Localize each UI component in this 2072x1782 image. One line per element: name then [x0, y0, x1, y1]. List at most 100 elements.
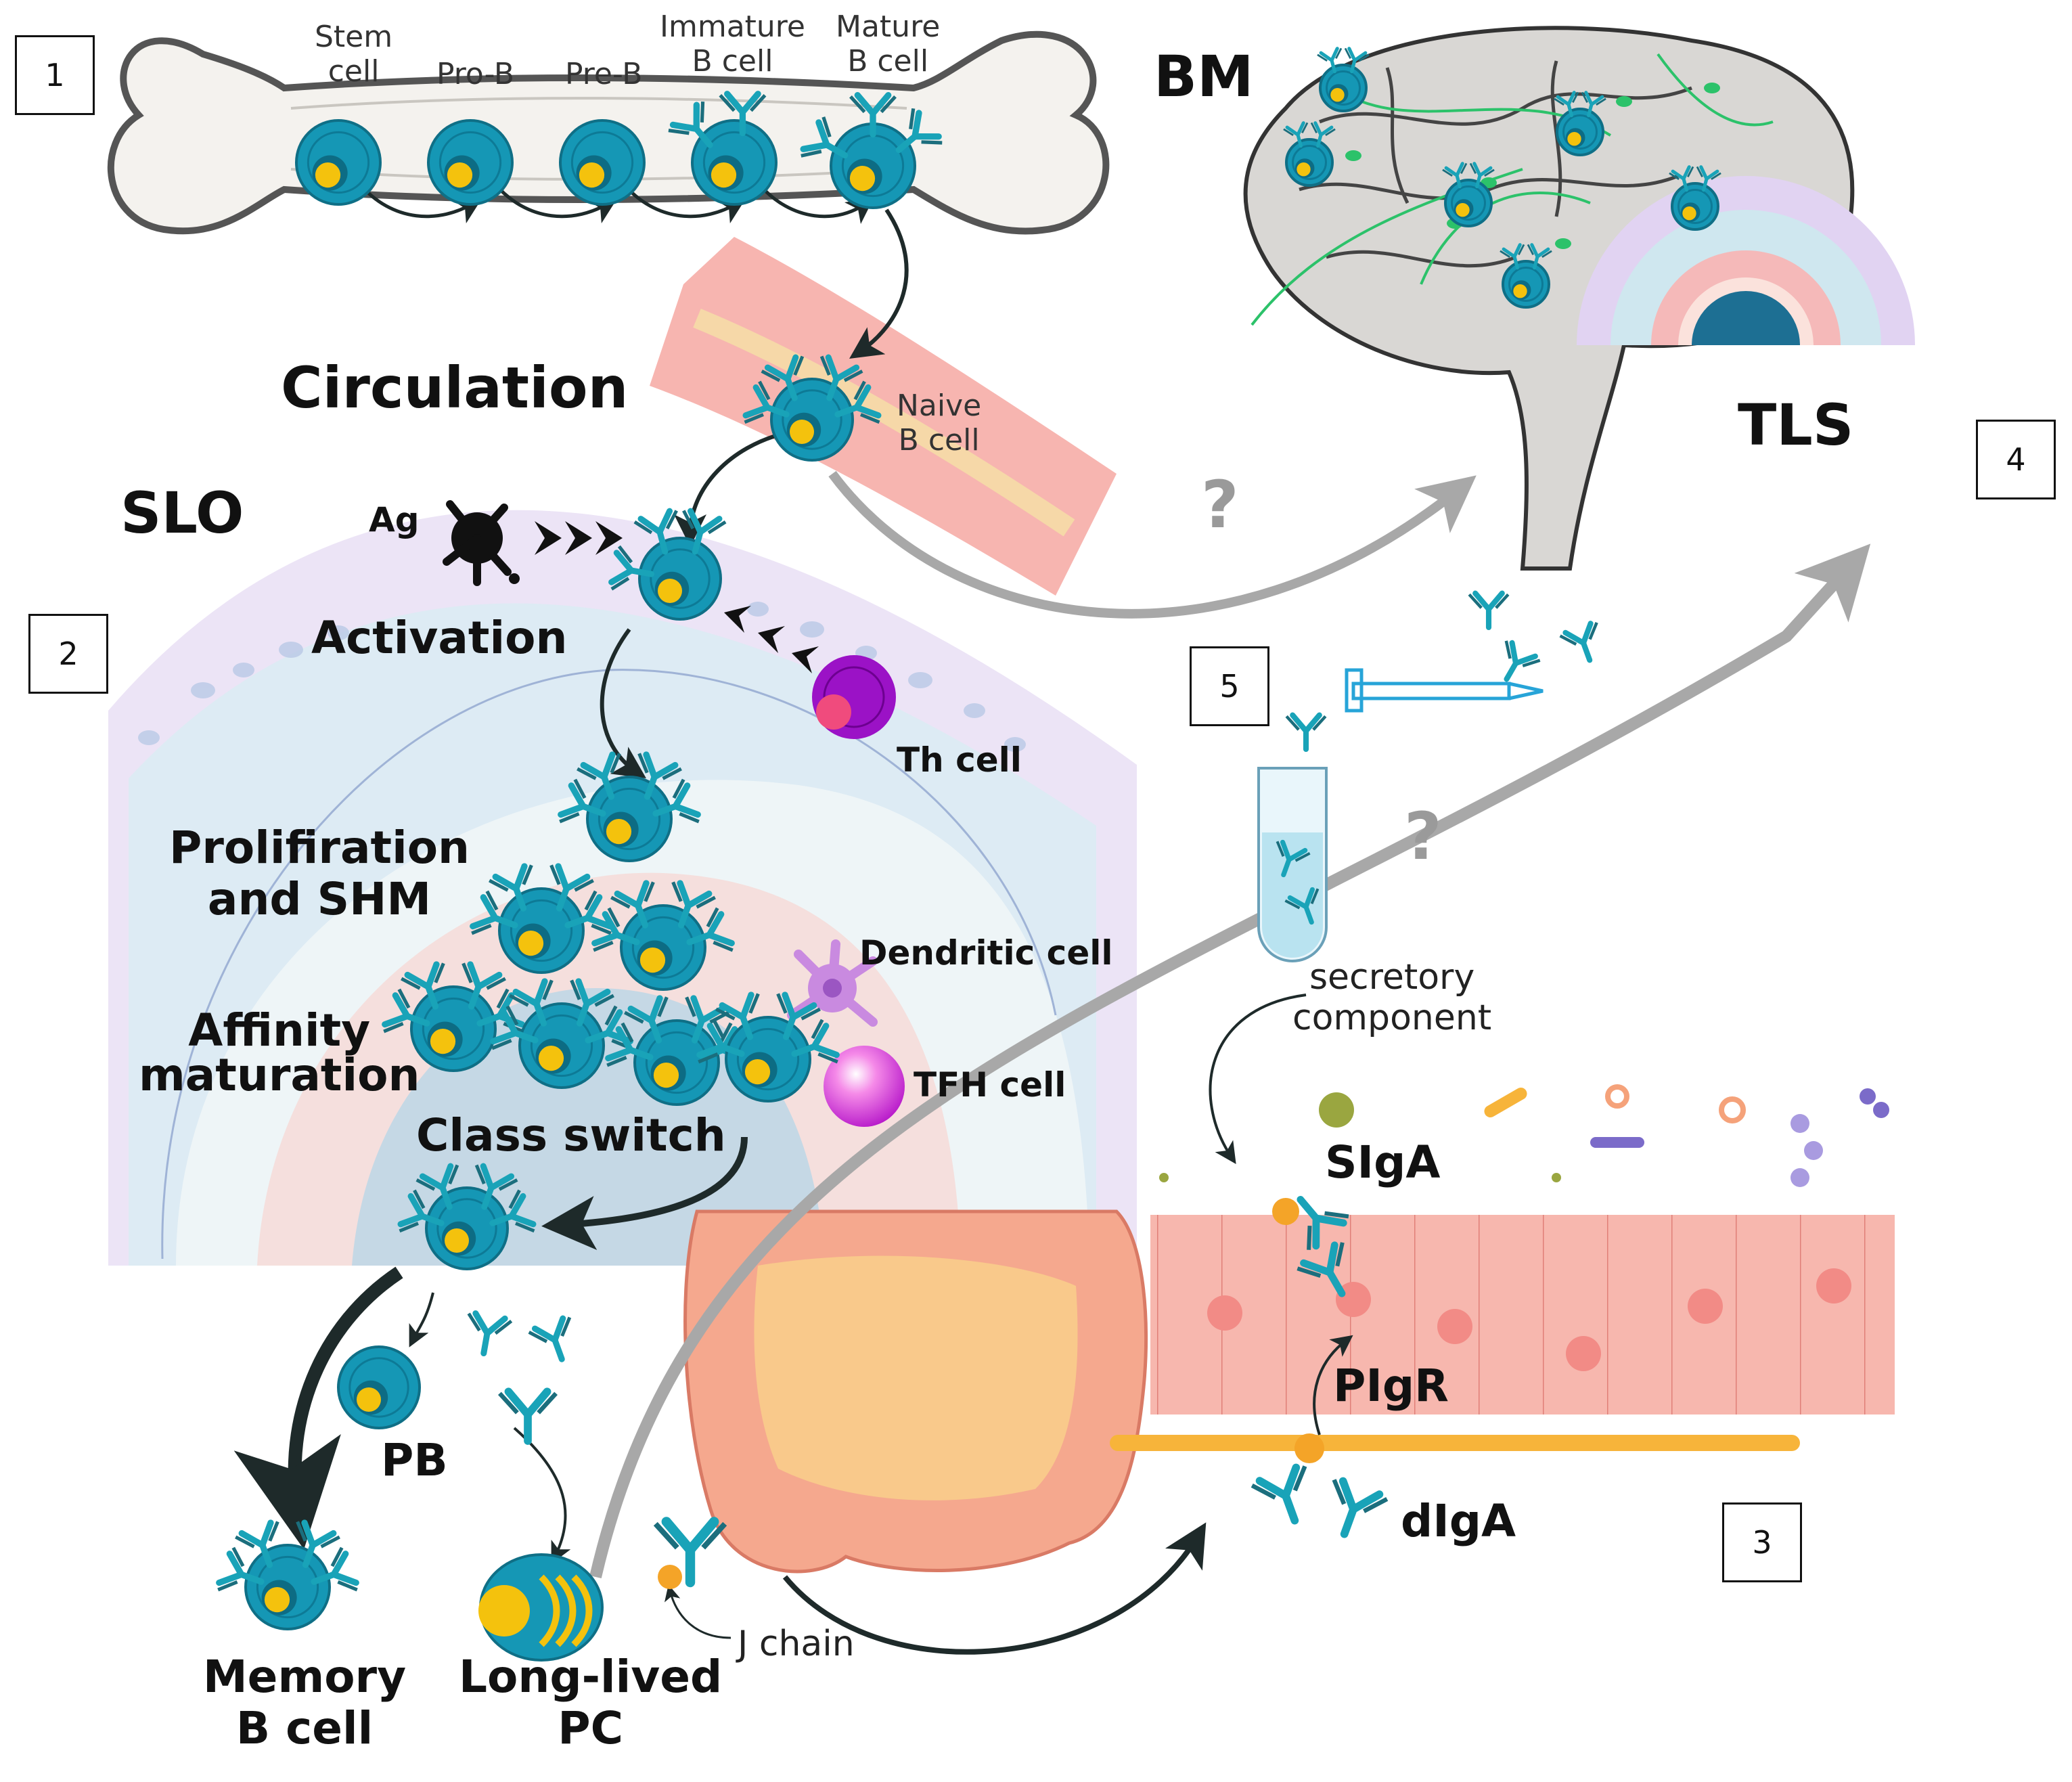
diga-label: dIgA — [1401, 1495, 1516, 1547]
tfh-cell-icon — [824, 1046, 905, 1127]
slo-label: SLO — [120, 480, 244, 546]
b-cell-gc-1-antibody-0 — [470, 890, 518, 935]
siga-label: SIgA — [1325, 1136, 1441, 1188]
plasmablast — [337, 1345, 421, 1429]
csf-antibody-1 — [1468, 590, 1510, 631]
jchain-pointer — [665, 1584, 731, 1639]
mature-to-naive-arrow — [849, 208, 909, 359]
b-cell-gc-4 — [518, 1002, 605, 1089]
brain-b-cell-2 — [1444, 179, 1493, 227]
b-cell-gc-0-antibody-2 — [637, 751, 682, 800]
b-cell-gc-5-antibody-1 — [624, 995, 669, 1044]
ag-label: Ag — [369, 500, 420, 539]
memory-b-cell-antibody-1 — [235, 1519, 279, 1568]
brain-b-cell-3-antibody-0 — [1554, 91, 1579, 118]
to-pb-arrow — [409, 1292, 434, 1347]
class-switch-label: Class switch — [416, 1109, 726, 1161]
microbiota — [1159, 1084, 1889, 1187]
tube-antibody-2 — [1276, 839, 1311, 878]
b-cell-gc-6 — [725, 1016, 811, 1102]
b-cell-gc-0-antibody-3 — [652, 778, 701, 824]
tfh-label: TFH cell — [914, 1065, 1066, 1105]
b-cell-gc-3 — [410, 985, 497, 1072]
diga-antibody-1 — [1251, 1463, 1307, 1525]
memory-b-cell — [244, 1544, 331, 1630]
stage-prob: Pro-B — [436, 57, 515, 91]
b-cell-immature-antibody-0 — [668, 102, 713, 148]
circulation-label: Circulation — [281, 355, 629, 421]
pigr-label: PIgR — [1333, 1360, 1449, 1412]
dendritic-label: Dendritic cell — [859, 933, 1113, 973]
th-cell-label: Th cell — [897, 740, 1022, 780]
brain-b-cell-5 — [1671, 182, 1719, 231]
stage-preb: Pre-B — [565, 57, 643, 91]
free-antibody-2 — [528, 1315, 572, 1362]
b-cell-gc-1-antibody-1 — [489, 863, 533, 912]
stage-mature: Mature B cell — [836, 9, 941, 79]
b-cell-gc-2-antibody-2 — [671, 880, 716, 929]
brain-b-cell-5-antibody-1 — [1696, 165, 1721, 192]
pigr-transport-arrow — [1313, 1335, 1353, 1435]
b-cell-gc-1-antibody-2 — [549, 863, 594, 912]
stage-immature: Immature B cell — [660, 9, 805, 79]
activation-label: Activation — [311, 612, 568, 664]
b-cell-gc-0-antibody-1 — [577, 751, 621, 800]
memory-label: Memory B cell — [203, 1651, 407, 1754]
b-cell-gc-4-antibody-0 — [490, 1005, 539, 1050]
b-cell-gc-2-antibody-1 — [610, 880, 655, 929]
brain-b-cell-2-antibody-0 — [1442, 162, 1468, 189]
b-cell-class-switched-antibody-1 — [415, 1163, 459, 1210]
pb-label: PB — [381, 1434, 448, 1486]
b-cell-gc-2-antibody-0 — [591, 907, 640, 952]
b-cell-class-switched — [425, 1186, 509, 1270]
pipette-icon — [1345, 668, 1544, 713]
ag-signal-chevrons — [535, 521, 623, 555]
free-antibody-3 — [497, 1387, 558, 1445]
b-cell-gc-5-antibody-0 — [605, 1022, 654, 1067]
siga-antibody-1 — [1297, 1196, 1349, 1250]
b-cell-mature-antibody-2 — [895, 108, 943, 154]
b-cell-gc-6-antibody-2 — [776, 992, 821, 1040]
b-cell-gc-6-antibody-1 — [715, 992, 760, 1040]
b-cell-gc-3-antibody-0 — [382, 988, 430, 1033]
naive-to-tls-arrow — [828, 470, 1477, 619]
b-cell-gc-6-antibody-0 — [696, 1019, 745, 1064]
prolif-label: Prolifiration and SHM — [169, 822, 470, 925]
tube-antibody-1 — [1285, 712, 1327, 753]
question-mark-upper: ? — [1201, 467, 1239, 543]
b-cell-immature — [691, 119, 778, 206]
memory-b-cell-antibody-2 — [296, 1519, 340, 1568]
to-memory-arrow — [233, 1266, 403, 1550]
b-cell-gc-0-antibody-0 — [558, 778, 606, 824]
pc-to-tls-arrow — [589, 543, 1871, 1579]
to-longlived-arrow — [513, 1427, 571, 1564]
brain-b-cell-3 — [1556, 108, 1604, 156]
tube-antibody-3 — [1284, 887, 1320, 925]
brain-b-cell-5-antibody-0 — [1669, 165, 1694, 192]
b-cell-activated-antibody-1 — [682, 508, 727, 555]
b-cell-gc-4-antibody-1 — [509, 978, 554, 1027]
jchain-label: J chain — [738, 1624, 855, 1664]
antigen-icon — [443, 500, 520, 586]
pigr-icon — [1294, 1433, 1324, 1463]
b-cell-naive-antibody-1 — [761, 354, 805, 401]
panel-1: 1 — [15, 35, 95, 115]
brain-b-cell-2-antibody-1 — [1469, 162, 1495, 189]
b-cell-naive-antibody-3 — [834, 380, 882, 424]
b-cell-gc-5 — [633, 1019, 720, 1106]
gut-epithelium — [1110, 1215, 1895, 1451]
b-cell-gc-3-antibody-1 — [401, 961, 445, 1010]
brain-b-cell-4 — [1502, 260, 1550, 309]
secretory-component-pointer — [1209, 994, 1307, 1164]
panel-5: 5 — [1190, 646, 1269, 726]
brain-b-cell-4-antibody-1 — [1527, 243, 1552, 270]
jchain-icon — [658, 1565, 682, 1589]
brain-b-cell-0 — [1319, 64, 1368, 112]
jchain-dimer-antibody — [653, 1517, 727, 1588]
siga-antibody-2 — [1297, 1241, 1346, 1297]
b-cell-activated — [638, 537, 722, 621]
secretory-label: secretory component — [1292, 957, 1492, 1038]
b-cell-activated-antibody-2 — [608, 545, 655, 591]
long-lived-pc — [478, 1553, 604, 1662]
to-dIgA-arrow — [782, 1522, 1207, 1655]
